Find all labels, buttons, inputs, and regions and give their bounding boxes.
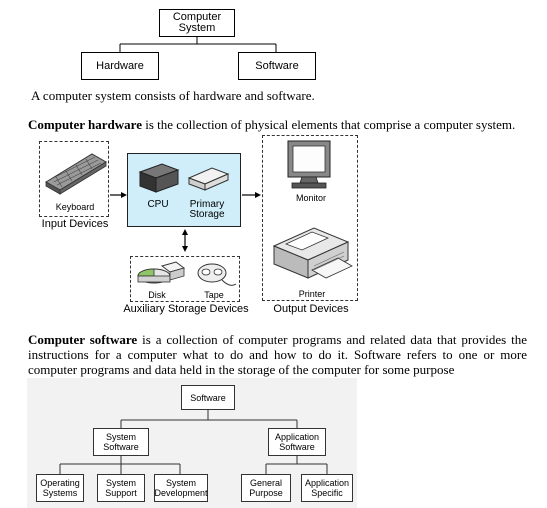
software-node: Software (238, 52, 316, 80)
cpu-icon (138, 163, 180, 193)
auxiliary-storage-box (130, 256, 240, 302)
printer-label: Printer (298, 289, 326, 299)
software-description: is a collection of computer programs and… (28, 332, 527, 377)
computer-system-node: Computer System (159, 9, 235, 37)
application-software-line1: Application (274, 432, 320, 442)
software-root-label: Software (190, 392, 226, 403)
hardware-label: Hardware (96, 59, 144, 72)
system-development-line1: System (165, 478, 196, 488)
software-root-node: Software (181, 385, 235, 410)
input-devices-caption: Input Devices (41, 218, 109, 230)
disk-icon (137, 261, 186, 284)
computer-system-line2: System (178, 22, 216, 34)
software-term: Computer software (28, 332, 138, 347)
tape-icon (197, 263, 237, 286)
hardware-description: is the collection of physical elements t… (142, 117, 516, 132)
operating-systems-line1: Operating (40, 478, 80, 488)
general-purpose-node: General Purpose (241, 474, 291, 502)
hardware-paragraph: Computer hardware is the collection of p… (28, 117, 528, 132)
system-software-line1: System (105, 432, 136, 442)
disk-label: Disk (148, 290, 166, 300)
tape-label: Tape (204, 290, 224, 300)
primary-storage-icon (187, 167, 230, 191)
output-devices-box (262, 135, 358, 301)
system-development-line2: Development (154, 488, 208, 498)
software-label: Software (255, 59, 299, 72)
primary-storage-line1: Primary (189, 199, 225, 210)
hardware-arrows (110, 192, 261, 252)
application-software-line2: Software (279, 442, 315, 452)
input-devices-box (39, 141, 109, 217)
hardware-term: Computer hardware (28, 117, 142, 132)
keyboard-label: Keyboard (55, 202, 95, 212)
operating-systems-node: Operating Systems (36, 474, 84, 502)
hardware-node: Hardware (81, 52, 159, 80)
application-software-node: Application Software (268, 428, 326, 456)
system-software-node: System Software (93, 428, 149, 456)
auxiliary-storage-caption: Auxiliary Storage Devices (123, 303, 249, 315)
monitor-label: Monitor (295, 193, 326, 203)
general-purpose-line2: Purpose (249, 488, 283, 498)
general-purpose-line1: General (249, 478, 283, 488)
system-support-line2: Support (105, 488, 137, 498)
processor-box (127, 153, 241, 227)
primary-storage-line2: Storage (189, 209, 225, 220)
monitor-icon (287, 140, 331, 189)
system-development-node: System Development (154, 474, 208, 502)
cpu-label: CPU (147, 199, 169, 210)
application-specific-node: Application Specific (301, 474, 353, 502)
application-specific-line1: Application (304, 478, 350, 488)
application-specific-line2: Specific (311, 488, 343, 498)
software-paragraph: Computer software is a collection of com… (28, 332, 527, 377)
primary-storage-label: Primary Storage (184, 200, 230, 220)
computer-system-line1: Computer (172, 11, 222, 23)
system-support-line1: System (105, 478, 136, 488)
keyboard-icon (45, 153, 107, 195)
system-support-node: System Support (97, 474, 145, 502)
printer-icon (272, 227, 353, 279)
system-software-line2: Software (103, 442, 139, 452)
output-devices-caption: Output Devices (273, 303, 349, 315)
intro-sentence: A computer system consists of hardware a… (31, 88, 315, 103)
operating-systems-line2: Systems (42, 488, 78, 498)
top-tree-connectors (119, 37, 277, 52)
